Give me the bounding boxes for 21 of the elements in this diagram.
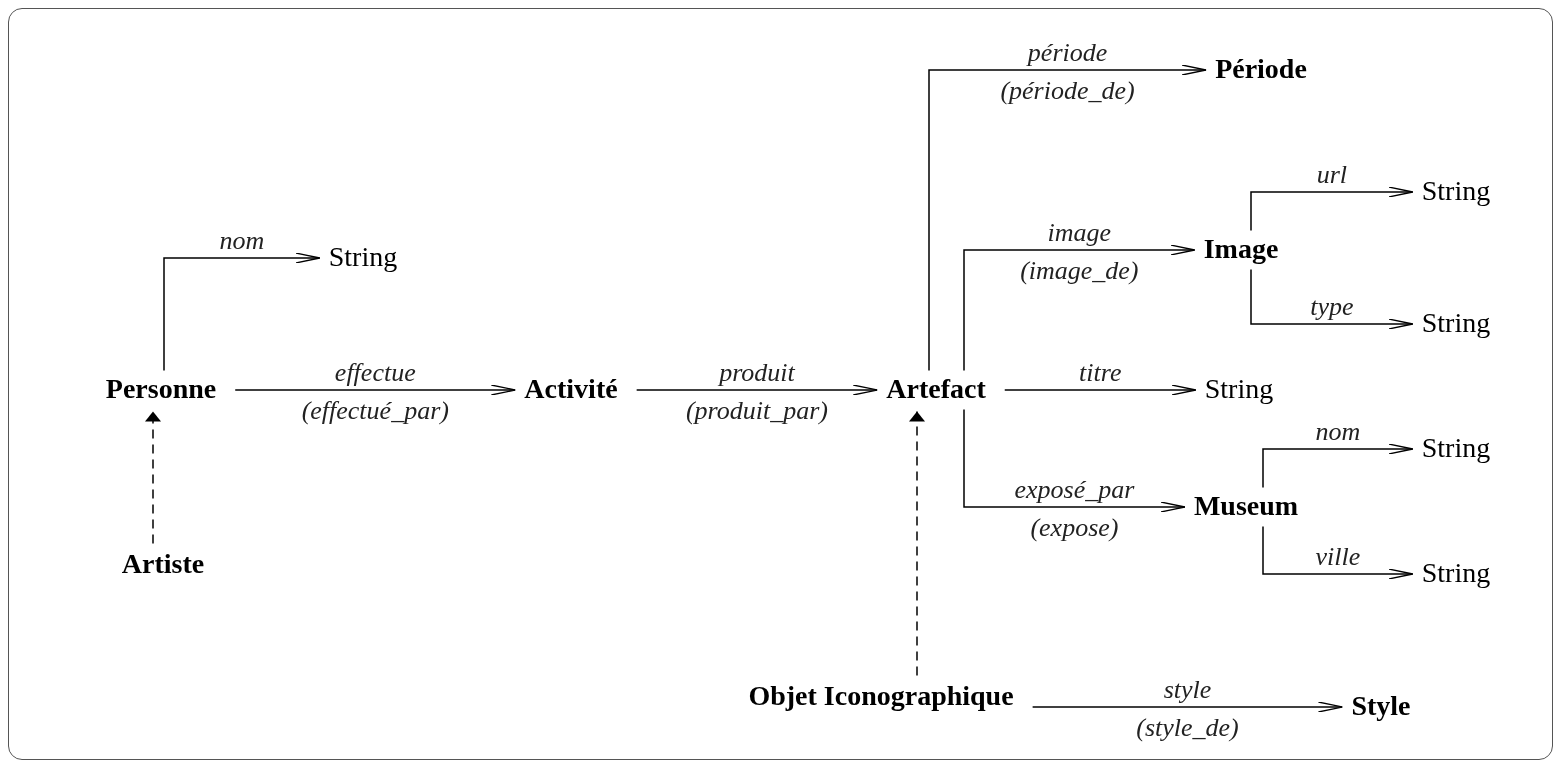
inverse-label: (effectué_par): [299, 398, 451, 424]
inverse-label: (style_de): [1134, 715, 1241, 741]
arrow: [928, 64, 1207, 372]
inverse-label: (période_de): [998, 78, 1137, 104]
arrow: [1262, 525, 1414, 580]
edge-label: effectue: [332, 360, 418, 386]
arrow: [163, 252, 321, 372]
dashed-arrow: [909, 410, 925, 677]
arrow: [635, 384, 878, 396]
arrow: [1031, 701, 1344, 713]
arrow: [963, 408, 1186, 513]
arrow: [1262, 443, 1414, 489]
arrow: [234, 384, 517, 396]
arrow: [1250, 186, 1414, 232]
arrow: [963, 244, 1196, 372]
inverse-label: (expose): [1028, 515, 1121, 541]
arrow: [1250, 268, 1414, 330]
inverse-label: (image_de): [1018, 258, 1141, 284]
arrow: [1004, 384, 1197, 396]
dashed-arrow: [145, 410, 161, 545]
inverse-label: (produit_par): [683, 398, 830, 424]
